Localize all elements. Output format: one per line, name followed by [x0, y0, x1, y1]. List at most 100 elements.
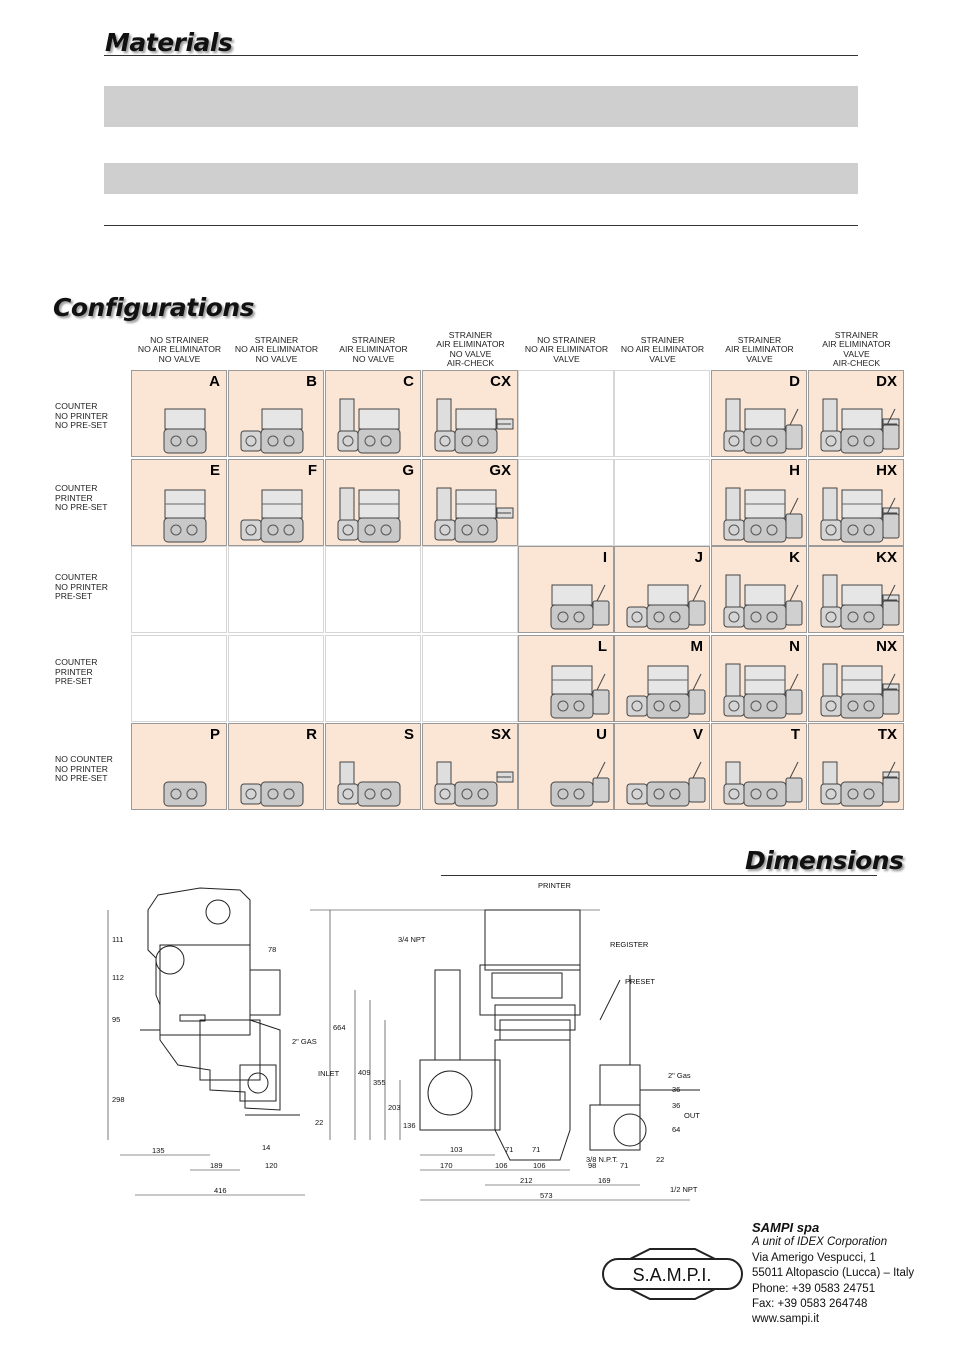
company-city: 55011 Altopascio (Lucca) – Italy: [752, 1267, 915, 1280]
column-header-line: AIR-CHECK: [446, 358, 495, 369]
column-header-line: NO STRAINER: [150, 335, 209, 345]
column-header-line: NO AIR ELIMINATOR: [234, 344, 319, 355]
meter-illustration: [723, 487, 803, 543]
config-cell-empty: [518, 459, 614, 546]
company-name: SAMPI spa: [752, 1220, 820, 1235]
dim-136: 136: [403, 1121, 416, 1130]
config-code: HX: [876, 462, 897, 479]
materials-title-rule: [104, 55, 858, 56]
row-header-line: NO PRINTER: [55, 581, 108, 592]
column-header-line: NO VALVE: [255, 353, 298, 364]
label-gas2: 2" GAS: [292, 1037, 317, 1046]
meter-illustration: [723, 398, 803, 454]
row-header-line: COUNTER: [55, 401, 98, 411]
config-cell-dx: DX: [808, 370, 904, 457]
dim-71c: 71: [620, 1161, 628, 1170]
config-code: U: [596, 726, 607, 743]
dimensions-drawing: PRINTER REGISTER PRESET 3/4 NPT 2" GAS I…: [107, 881, 700, 1201]
meter-illustration: [240, 408, 304, 454]
company-web[interactable]: www.sampi.it: [752, 1313, 820, 1326]
config-code: J: [694, 549, 703, 566]
config-cell-sx: SX: [422, 723, 518, 810]
config-cell-m: M: [614, 635, 710, 722]
dim-78: 78: [268, 945, 276, 954]
config-code: I: [602, 549, 607, 566]
config-cell-i: I: [518, 546, 614, 633]
meter-illustration: [820, 574, 900, 630]
config-cell-d: D: [711, 370, 807, 457]
dim-103: 103: [450, 1145, 463, 1154]
column-header-line: AIR ELIMINATOR: [725, 344, 794, 355]
column-header-line: STRAINER: [834, 330, 879, 340]
column-header-line: NO AIR ELIMINATOR: [137, 344, 222, 355]
row-header-line: NO PRE-SET: [55, 502, 108, 513]
company-fax: Fax: +39 0583 264748: [752, 1298, 868, 1311]
meter-illustration: [550, 584, 610, 630]
meter-illustration: [337, 487, 401, 543]
dim-98: 98: [588, 1161, 596, 1170]
config-code: KX: [876, 549, 897, 566]
column-header-line: STRAINER: [448, 330, 493, 340]
config-cell-empty: [325, 546, 421, 633]
config-cell-empty: [228, 635, 324, 722]
row-header-line: COUNTER: [55, 483, 98, 493]
config-cell-f: F: [228, 459, 324, 546]
config-code: L: [597, 638, 607, 655]
row-header-line: NO PRINTER: [55, 410, 108, 421]
column-header-line: NO VALVE: [352, 353, 395, 364]
meter-illustration: [550, 761, 610, 807]
column-header-line: NO AIR ELIMINATOR: [524, 344, 609, 355]
row-header-line: NO PRE-SET: [55, 420, 108, 431]
meter-illustration: [240, 781, 304, 807]
config-code: TX: [877, 726, 897, 743]
meter-illustration: [820, 663, 900, 719]
config-cell-j: J: [614, 546, 710, 633]
row-header-line: COUNTER: [55, 657, 98, 667]
config-code: NX: [876, 638, 897, 655]
column-header-line: NO VALVE: [158, 353, 201, 364]
config-cell-kx: KX: [808, 546, 904, 633]
config-cell-empty: [614, 370, 710, 457]
column-header-line: AIR-CHECK: [832, 358, 881, 369]
column-header-line: VALVE: [746, 353, 773, 364]
dim-71a: 71: [505, 1145, 513, 1154]
config-cell-k: K: [711, 546, 807, 633]
config-cell-c: C: [325, 370, 421, 457]
config-cell-empty: [422, 635, 518, 722]
dim-36a: 36: [672, 1085, 680, 1094]
config-code: C: [403, 373, 414, 390]
meter-illustration: [626, 584, 706, 630]
dimensions-title: Dimensions: [745, 846, 904, 875]
dim-22b: 22: [656, 1155, 664, 1164]
config-code: F: [307, 462, 317, 479]
logo-text: S.A.M.P.I.: [633, 1265, 712, 1285]
column-header-line: NO AIR ELIMINATOR: [620, 344, 705, 355]
config-cell-empty: [422, 546, 518, 633]
config-code: SX: [490, 726, 511, 743]
meter-illustration: [240, 489, 304, 543]
config-code: DX: [876, 373, 897, 390]
meter-illustration: [723, 761, 803, 807]
config-cell-b: B: [228, 370, 324, 457]
label-register: REGISTER: [610, 940, 649, 949]
row-header-line: NO PRINTER: [55, 763, 108, 774]
config-code: R: [306, 726, 317, 743]
config-code: H: [789, 462, 800, 479]
meter-illustration: [626, 665, 706, 719]
meter-illustration: [337, 398, 401, 454]
dim-36b: 36: [672, 1101, 680, 1110]
label-npt34: 3/4 NPT: [398, 935, 426, 944]
meter-illustration: [434, 398, 514, 454]
config-code: A: [209, 373, 220, 390]
dim-135: 135: [152, 1146, 165, 1155]
row-header-line: COUNTER: [55, 572, 98, 582]
meter-illustration: [550, 665, 610, 719]
column-header-line: VALVE: [843, 348, 870, 359]
